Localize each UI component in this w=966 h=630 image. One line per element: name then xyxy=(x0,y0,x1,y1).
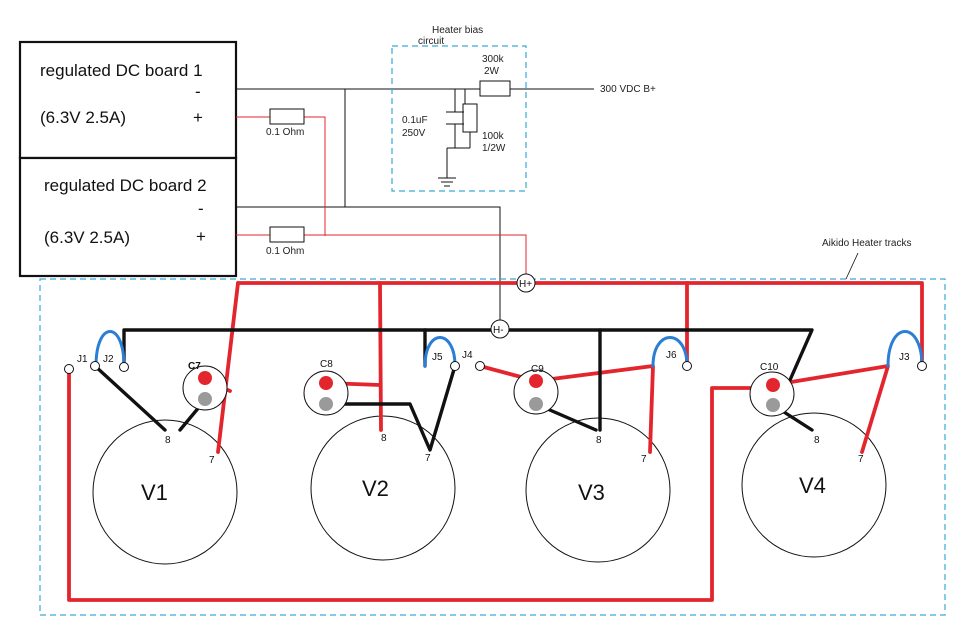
jumper-j2-pad-b xyxy=(119,362,129,372)
heater-tracks-leader xyxy=(845,252,859,280)
node-hplus-label: H+ xyxy=(519,279,532,290)
shunt-resistor-2: 0.1 Ohm xyxy=(266,226,305,257)
heater-tracks-label: Aikido Heater tracks xyxy=(822,238,911,249)
jumper-j2-link xyxy=(94,330,126,368)
node-hplus: H+ xyxy=(516,273,536,293)
ground-symbol xyxy=(438,177,456,187)
board-1-minus: - xyxy=(195,82,201,101)
cap-c10-label: C10 xyxy=(760,362,779,373)
jumper-j1-pad xyxy=(64,364,74,374)
cap-c8-label: C8 xyxy=(320,359,333,370)
cap-c10: C10 xyxy=(749,362,795,417)
heater-tracks-board: Aikido Heater tracks xyxy=(39,238,946,616)
shunt-resistor-2-label: 0.1 Ohm xyxy=(266,246,304,257)
supply-wiring xyxy=(236,88,594,327)
board-2-spec: (6.3V 2.5A) xyxy=(44,228,130,247)
black-top-rail xyxy=(122,328,814,382)
heater-bias-circuit: Heater bias circuit 300k 2W 100k 1/2W 0.… xyxy=(391,25,656,192)
jumper-j4-label: J4 xyxy=(462,350,473,361)
jumper-j5-label: J5 xyxy=(432,352,443,363)
bias-cap-voltage: 250V xyxy=(402,128,426,139)
bias-r2-value: 100k xyxy=(482,131,505,142)
black-c8-v2 xyxy=(324,364,457,452)
tube-v1: V1 8 7 xyxy=(92,419,238,565)
jumper-j3-pad xyxy=(917,361,927,371)
red-v2-drop xyxy=(378,281,383,432)
bias-cap-value: 0.1uF xyxy=(402,115,428,126)
board-1-spec: (6.3V 2.5A) xyxy=(40,108,126,127)
cap-c7-label: C7 xyxy=(188,361,201,372)
tube-v4-pin7: 7 xyxy=(858,454,864,465)
jumper-j6-pad xyxy=(682,361,692,371)
dc-board-1: regulated DC board 1 (6.3V 2.5A) - + xyxy=(18,40,238,160)
red-bottom-loop xyxy=(67,368,775,602)
board-2-title: regulated DC board 2 xyxy=(44,176,207,195)
shunt-resistor-1: 0.1 Ohm xyxy=(266,108,305,138)
negative-heater-tracks xyxy=(93,328,814,452)
bias-r2-power: 1/2W xyxy=(482,143,506,154)
tube-v2-pin7: 7 xyxy=(425,453,431,464)
jumper-j3-link xyxy=(886,330,924,368)
board-1-title: regulated DC board 1 xyxy=(40,61,203,80)
tube-v3-pin8: 8 xyxy=(596,435,602,446)
bias-r1-power: 2W xyxy=(484,66,500,77)
tube-v2: V2 8 7 xyxy=(310,415,456,561)
tube-v1-pin8: 8 xyxy=(165,435,171,446)
jumper-j2-pad-a xyxy=(90,361,100,371)
jumper-j6-link xyxy=(651,336,689,368)
cap-c8: C8 xyxy=(303,359,349,416)
jumper-j4-pad xyxy=(475,361,485,371)
dc-board-2: regulated DC board 2 (6.3V 2.5A) - + xyxy=(18,156,238,278)
cap-c9: C9 xyxy=(513,364,559,415)
tube-v4-label: V4 xyxy=(799,473,826,498)
bias-resistor-100k xyxy=(462,103,478,133)
tube-v2-label: V2 xyxy=(362,476,389,501)
black-j2-v1 xyxy=(93,364,167,432)
jumper-links xyxy=(94,330,924,368)
red-v1-drop xyxy=(216,281,240,454)
cap-c7: C7 xyxy=(182,361,228,411)
red-j4-c9 xyxy=(478,364,655,454)
node-hminus-label: H- xyxy=(493,325,504,336)
bias-title-line1: Heater bias xyxy=(432,25,483,36)
node-hminus: H- xyxy=(490,319,510,339)
jumper-j5-pad xyxy=(450,361,460,371)
bias-title-line2: circuit xyxy=(418,36,444,47)
jumper-j1-label: J1 xyxy=(77,354,88,365)
tube-v4: V4 8 7 xyxy=(741,412,887,558)
tube-v3-pin7: 7 xyxy=(641,454,647,465)
tube-v1-label: V1 xyxy=(141,480,168,505)
jumper-j2-label: J2 xyxy=(103,354,114,365)
jumper-j5-link xyxy=(423,336,457,368)
tube-v3: V3 8 7 xyxy=(525,417,671,563)
jumper-j6-label: J6 xyxy=(666,350,677,361)
tube-v4-pin8: 8 xyxy=(814,435,820,446)
board-1-plus: + xyxy=(193,108,203,127)
tube-v1-pin7: 7 xyxy=(209,455,215,466)
board-2-minus: - xyxy=(198,199,204,218)
shunt-resistor-1-label: 0.1 Ohm xyxy=(266,127,304,138)
board-2-plus: + xyxy=(196,227,206,246)
red-top-rail xyxy=(236,281,924,364)
jumper-j3-label: J3 xyxy=(899,352,910,363)
bias-r1-value: 300k xyxy=(482,54,505,65)
bias-resistor-300k xyxy=(479,80,511,97)
jumper-pads: J1 J2 J3 J4 J5 J6 xyxy=(64,350,927,374)
tube-v3-label: V3 xyxy=(578,480,605,505)
bplus-label: 300 VDC B+ xyxy=(600,84,656,95)
cap-c9-label: C9 xyxy=(531,364,544,375)
tube-v2-pin8: 8 xyxy=(381,433,387,444)
